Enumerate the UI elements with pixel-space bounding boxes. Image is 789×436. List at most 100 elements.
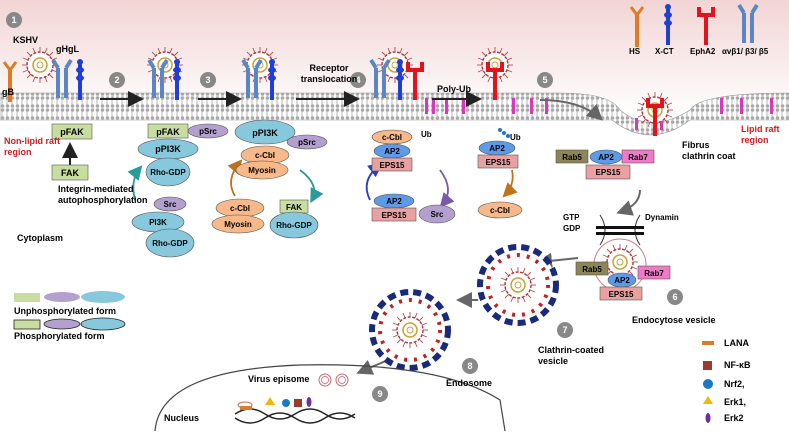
c-cbl-label-5: c-Cbl xyxy=(490,206,510,215)
ap2-label-4: AP2 xyxy=(384,147,400,156)
step-9-marker xyxy=(372,386,388,402)
step-8: 8 xyxy=(467,361,472,371)
lipid-raft-markers xyxy=(425,98,773,130)
ub-label-5: Ub xyxy=(510,133,521,142)
nrf2-marker xyxy=(282,399,290,407)
psrc-oval-3 xyxy=(286,134,328,150)
recycle-arrow-orange xyxy=(227,159,243,197)
virus-episome-label: Virus episome xyxy=(248,374,310,384)
step-5: 5 xyxy=(542,75,547,85)
rab7-label-6: Rab7 xyxy=(644,269,664,278)
step-2: 2 xyxy=(114,75,119,85)
ap2-label-7: AP2 xyxy=(614,276,630,285)
legend-phos-blue xyxy=(80,317,126,331)
eps15-label-4: EPS15 xyxy=(380,161,405,170)
clathrin-coated-vesicle xyxy=(477,244,559,326)
psrc-label-2: pSrc xyxy=(199,127,217,136)
erk2-marker xyxy=(306,397,312,407)
epha2-legend-label: EphA2 xyxy=(690,47,716,56)
hs-legend-label: HS xyxy=(629,47,641,56)
rab7-box-5 xyxy=(621,149,655,164)
translocation-arrow-teal xyxy=(299,169,324,204)
host-chromatin xyxy=(234,408,356,424)
clathrin-coated-vesicle-label: Clathrin-coated vesicle xyxy=(538,345,605,366)
ppi3k-oval-3 xyxy=(234,119,296,145)
legend-phos-purple xyxy=(43,318,81,330)
nfkb-legend-label: NF-κB xyxy=(724,360,751,370)
myosin-oval-3b xyxy=(211,214,265,234)
step-2-marker xyxy=(109,72,125,88)
pfak-box-1 xyxy=(51,123,93,140)
step-3-marker xyxy=(200,72,216,88)
eps15-box-7 xyxy=(599,286,643,301)
src-oval-2 xyxy=(153,196,187,212)
gdp-label: GDP xyxy=(563,224,581,233)
myosin-label-3b: Myosin xyxy=(224,220,252,229)
endocytose-vesicle-label: Endocytose vesicle xyxy=(632,315,716,325)
step-markers xyxy=(6,12,683,402)
phosphorylated-legend-label: Phosphorylated form xyxy=(14,331,105,341)
rho-gdp-label-3: Rho-GDP xyxy=(276,221,312,230)
eps15-label-5: EPS15 xyxy=(486,158,511,167)
erk1-legend-label: Erk1, xyxy=(724,397,747,407)
eps15-label-7: EPS15 xyxy=(609,290,634,299)
ppi3k-label-3: pPI3K xyxy=(252,128,278,138)
erk2-legend-label: Erk2 xyxy=(724,413,744,423)
pi3k-label-2: PI3K xyxy=(149,218,167,227)
dynamin-ring-2 xyxy=(596,232,644,235)
step-7-marker xyxy=(557,322,573,338)
nrf2-legend-label: Nrf2, xyxy=(724,379,745,389)
cytoplasm-label: Cytoplasm xyxy=(17,233,64,243)
eps15-box-4b xyxy=(371,207,417,222)
integrin-legend-label: αvβ1/ β3/ β5 xyxy=(722,47,769,56)
step-1: 1 xyxy=(11,15,16,25)
rab5-label-5: Rab5 xyxy=(562,153,582,162)
plasma-membrane xyxy=(0,92,789,136)
rab7-box-6 xyxy=(637,265,671,280)
poly-ub-label: Poly-Ub xyxy=(437,84,472,94)
src-release-arrow xyxy=(439,169,455,208)
lipid-raft-label: Lipid raft region xyxy=(741,124,780,145)
step-4-marker xyxy=(350,72,366,88)
gb-label: gB xyxy=(2,87,14,97)
rho-gdp-label-2b: Rho-GDP xyxy=(152,239,188,248)
rho-gdp-oval-2b xyxy=(145,228,195,258)
step-5-marker xyxy=(537,72,553,88)
nucleus-envelope xyxy=(154,364,506,432)
legend-unphos-box xyxy=(14,293,40,302)
myosin-oval-3 xyxy=(235,160,289,180)
myosin-label-3: Myosin xyxy=(248,166,276,175)
psrc-oval-2 xyxy=(187,123,229,139)
non-lipid-raft-label: Non-lipid raft region xyxy=(4,136,60,157)
ap2-label-6: AP2 xyxy=(598,153,614,162)
nrf2-legend-icon xyxy=(703,379,713,389)
step-6: 6 xyxy=(672,292,677,302)
c-cbl-label-3b: c-Cbl xyxy=(230,204,250,213)
receptor-translocation-label: Receptor translocation xyxy=(300,63,358,84)
src-label-2: Src xyxy=(164,200,177,209)
eps15-box-5 xyxy=(477,154,519,169)
c-cbl-label-3: c-Cbl xyxy=(255,151,275,160)
psrc-label-3: pSrc xyxy=(298,138,316,147)
endosome-vesicle xyxy=(369,289,451,371)
integrin-autophos-label: Integrin-mediated autophosphorylation xyxy=(58,184,148,205)
kshv-virion-1 xyxy=(21,46,59,84)
step-7: 7 xyxy=(562,325,567,335)
lana-legend-icon xyxy=(702,341,714,345)
legend-unphos-blue xyxy=(81,291,125,303)
ap2-label-5: AP2 xyxy=(489,144,505,153)
step-6-marker xyxy=(667,289,683,305)
pfak-label-2: pFAK xyxy=(156,127,180,137)
eps15-box-4 xyxy=(371,157,413,172)
eps15-label-4b: EPS15 xyxy=(382,211,407,220)
gtp-label: GTP xyxy=(563,213,580,222)
ccbl-release-arrow xyxy=(502,169,518,198)
rab5-label-6: Rab5 xyxy=(582,265,602,274)
recycle-arrow-teal xyxy=(127,165,143,201)
dynamin-label: Dynamin xyxy=(645,213,679,222)
rho-gdp-label-2: Rho-GDP xyxy=(150,168,186,177)
fak-label: FAK xyxy=(61,168,80,178)
fak-label-3: FAK xyxy=(286,203,302,212)
